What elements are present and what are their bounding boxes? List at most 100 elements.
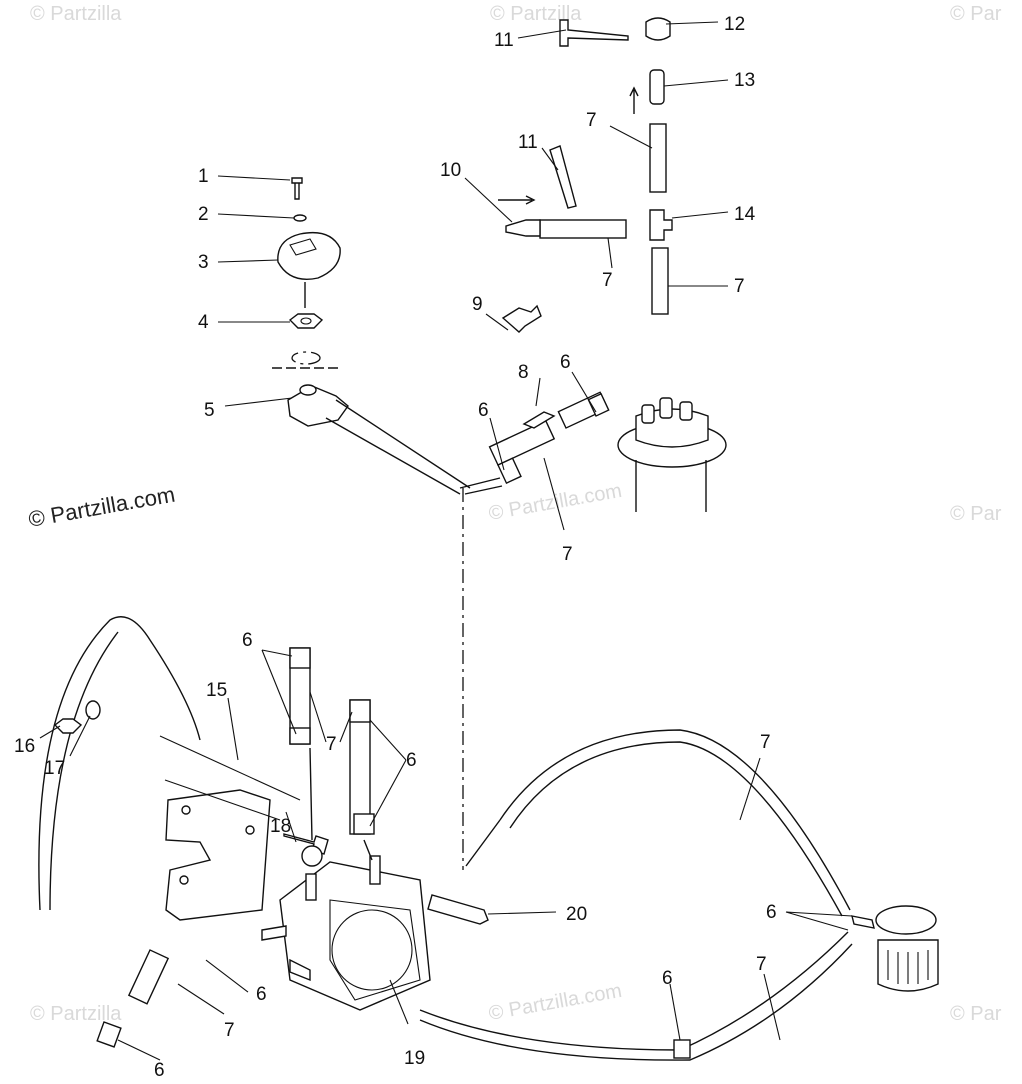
pump-body [279, 861, 431, 1011]
callout-6: 6 [662, 968, 673, 989]
callout-6: 6 [154, 1060, 165, 1081]
leader-line [177, 983, 225, 1015]
callout-7: 7 [602, 270, 613, 291]
shutoff-valve-assembly [272, 177, 503, 495]
o-ring [291, 351, 321, 365]
bolt [427, 894, 489, 925]
washer [85, 700, 101, 720]
leader-line [285, 811, 297, 843]
pump-nipple [261, 925, 287, 941]
callout-7: 7 [586, 110, 597, 131]
leader-line [217, 175, 291, 181]
check-valve [649, 69, 665, 105]
callout-12: 12 [724, 14, 745, 35]
flow-arrow [498, 195, 536, 205]
mounting-plate [165, 789, 271, 921]
hose-clamp [851, 915, 875, 929]
leader-line [671, 211, 729, 219]
fuel-hose [499, 729, 851, 911]
leader-line [541, 147, 559, 171]
leader-line [227, 697, 239, 761]
leader-line [739, 757, 761, 821]
callout-15: 15 [206, 680, 227, 701]
callout-7: 7 [760, 732, 771, 753]
callout-11: 11 [518, 132, 538, 153]
pump-nipple [369, 855, 381, 885]
callout-18: 18 [270, 816, 291, 837]
fuel-tank-sender [617, 397, 727, 512]
inline-fuel-filter [522, 411, 556, 429]
hose-clamp [497, 457, 522, 485]
plate-hole [245, 825, 255, 835]
valve-port [299, 384, 317, 396]
callout-6: 6 [406, 750, 417, 771]
fuel-filter-ribs [887, 950, 929, 984]
callout-11: 11 [494, 30, 514, 51]
leader-line [607, 237, 613, 269]
nut-hole [300, 317, 312, 325]
watermark: © Partzilla [30, 3, 122, 25]
hose-clamp [289, 727, 311, 745]
pump-nipple [305, 873, 317, 901]
leader-line [609, 125, 653, 149]
hose-clamp [349, 699, 371, 723]
callout-10: 10 [440, 160, 461, 181]
callout-6: 6 [478, 400, 489, 421]
leader-line [217, 259, 279, 263]
callout-6: 6 [256, 984, 267, 1005]
leader-line [571, 371, 597, 413]
lower-fuel-line [419, 729, 939, 1061]
hose-routing [309, 747, 373, 861]
callout-14: 14 [734, 204, 756, 225]
pump-diaphragm [331, 909, 413, 991]
hose-clamp [289, 647, 311, 669]
leader-line [763, 973, 781, 1041]
copyright-text: © Partzilla.com [27, 482, 177, 532]
hose-clamp [587, 392, 610, 417]
hose-leader [465, 819, 501, 867]
sender-nipple [641, 404, 655, 424]
watermark: © Par [950, 3, 1002, 25]
callout-5: 5 [204, 400, 215, 421]
tie-strap [559, 19, 629, 47]
fuel-hose [419, 943, 853, 1061]
leader-line [389, 979, 409, 1025]
inline-filter-group [488, 304, 610, 485]
leader-line [205, 959, 249, 993]
leader-line [485, 313, 509, 331]
fuel-line-bend [459, 477, 503, 495]
leader-line [517, 29, 567, 39]
callout-6: 6 [766, 902, 777, 923]
callout-6: 6 [560, 352, 571, 373]
hose-clamp [96, 1021, 122, 1048]
leader-line [309, 691, 353, 743]
hose-clamp [353, 813, 375, 835]
hose [651, 247, 669, 315]
mounting-frame [38, 616, 329, 921]
watermark: © Partzilla [30, 1003, 122, 1025]
callout-17: 17 [44, 758, 65, 779]
fuel-filter-top [875, 905, 937, 935]
leader-line [217, 213, 295, 219]
tie-strap [549, 145, 577, 209]
sender-nipple [659, 397, 673, 419]
frame-outline-inner [49, 631, 119, 911]
callout-leaders [39, 21, 853, 1061]
leader-line [117, 1039, 161, 1061]
fuel-line-to-tee [325, 399, 471, 495]
callout-9: 9 [472, 294, 483, 315]
knob-handle [289, 238, 317, 256]
callout-7: 7 [326, 734, 337, 755]
hose [539, 219, 627, 239]
watermark: © Partzilla [490, 3, 582, 25]
watermark: © Par [950, 503, 1002, 525]
callout-20: 20 [566, 904, 587, 925]
hose [127, 949, 170, 1005]
fuel-hose [419, 931, 849, 1051]
callout-2: 2 [198, 204, 209, 225]
plate-hole [181, 805, 191, 815]
callout-6: 6 [242, 630, 253, 651]
pump-cover [329, 899, 421, 1001]
leader-line [261, 649, 297, 735]
